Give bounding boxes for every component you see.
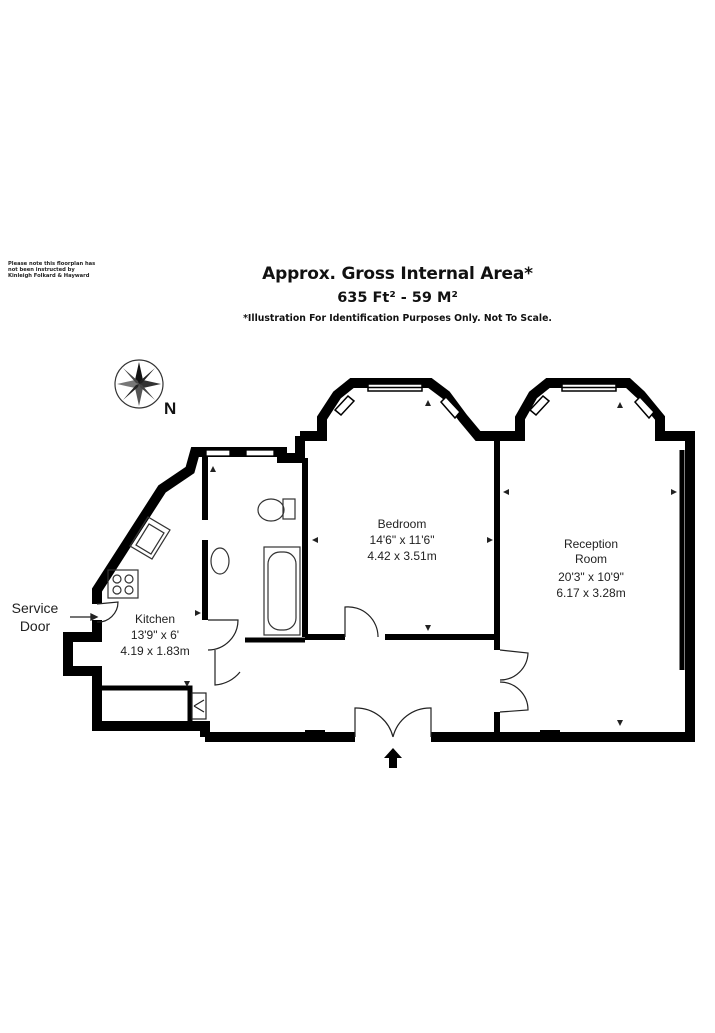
bathroom-door bbox=[207, 619, 239, 651]
service-door-label-2: Door bbox=[20, 618, 51, 634]
area-title: Approx. Gross Internal Area* bbox=[262, 264, 533, 284]
bedroom-name: Bedroom bbox=[378, 517, 427, 531]
area-value: 635 Ft² - 59 M² bbox=[337, 290, 458, 306]
cupboard-icon bbox=[191, 692, 207, 720]
measurement-markers bbox=[184, 400, 677, 726]
hob-icon bbox=[107, 569, 139, 599]
bathroom-windows bbox=[205, 449, 275, 457]
bedroom-metric: 4.42 x 3.51m bbox=[367, 549, 436, 563]
entrance-door-right bbox=[392, 707, 432, 738]
bedroom-door bbox=[344, 606, 379, 638]
disclaimer-line-2: not been instructed by bbox=[8, 267, 75, 273]
service-door-arrow-icon bbox=[70, 612, 99, 622]
disclaimer-line-1: Please note this floorplan has bbox=[8, 261, 96, 267]
disclaimer-note: Please note this floorplan has not been … bbox=[8, 261, 108, 279]
north-label: N bbox=[164, 399, 176, 418]
entrance-arrow-icon bbox=[384, 748, 402, 768]
disclaimer-line-3: Kinleigh Folkard & Hayward bbox=[8, 273, 90, 279]
reception-name-2: Room bbox=[575, 552, 607, 566]
left-block-wall bbox=[63, 436, 305, 737]
kitchen-imperial: 13'9" x 6' bbox=[131, 628, 179, 642]
service-door-label-1: Service bbox=[12, 600, 59, 616]
bay-window-bedroom bbox=[333, 383, 461, 420]
walls bbox=[63, 378, 695, 742]
kitchen-sink-icon bbox=[129, 516, 171, 560]
bedroom-imperial: 14'6" x 11'6" bbox=[370, 533, 435, 547]
bay-window-reception bbox=[528, 383, 655, 420]
reception-metric: 6.17 x 3.28m bbox=[556, 586, 625, 600]
reception-imperial: 20'3" x 10'9" bbox=[558, 570, 624, 584]
service-door bbox=[96, 601, 119, 623]
doors bbox=[96, 601, 529, 738]
toilet-icon bbox=[257, 498, 296, 522]
kitchen-metric: 4.19 x 1.83m bbox=[120, 644, 189, 658]
disclaimer-subtitle: *Illustration For Identification Purpose… bbox=[243, 313, 552, 324]
compass-icon bbox=[114, 359, 164, 409]
reception-door-upper bbox=[499, 649, 529, 681]
outer-wall bbox=[205, 378, 695, 742]
reception-name-1: Reception bbox=[564, 537, 618, 551]
radiators bbox=[305, 530, 692, 736]
kitchen-door bbox=[214, 650, 241, 686]
sink-icon bbox=[210, 547, 230, 575]
entrance-door-left bbox=[354, 707, 394, 738]
reception-door-lower bbox=[499, 681, 529, 713]
bath-icon bbox=[263, 546, 301, 636]
kitchen-bottom-wall bbox=[97, 685, 193, 726]
kitchen-name: Kitchen bbox=[135, 612, 175, 626]
